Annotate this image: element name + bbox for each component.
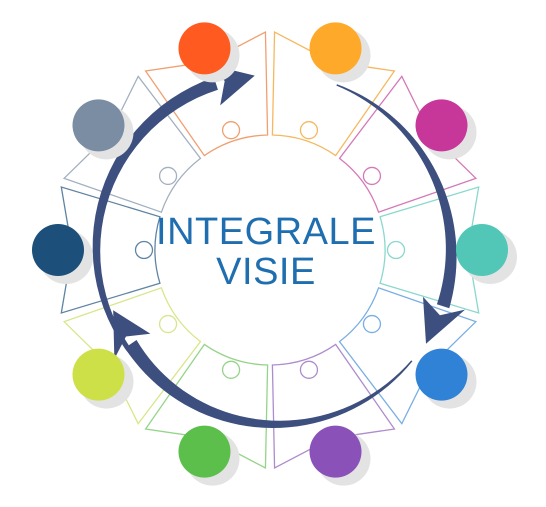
title-line-2: VISIE xyxy=(216,251,316,293)
connector-teal xyxy=(386,240,406,260)
node-orange-red xyxy=(178,22,231,75)
connector-navy xyxy=(134,240,154,260)
arrow-top-to-right-head xyxy=(423,296,466,344)
node-orange xyxy=(309,22,362,75)
center-title: INTEGRALE VISIE xyxy=(156,211,376,293)
node-navy xyxy=(32,224,84,276)
node-magenta xyxy=(415,99,468,152)
nodes-layer xyxy=(32,22,517,486)
connector-green xyxy=(221,360,241,379)
arrow-right-to-bottom-body xyxy=(124,340,413,429)
title-line-1: INTEGRALE xyxy=(156,211,376,253)
arrow-top-to-right-body xyxy=(336,84,457,309)
node-slate xyxy=(72,99,125,152)
node-yellow-green xyxy=(72,348,125,401)
segments-layer xyxy=(60,30,480,470)
arrow-right-to-bottom-head xyxy=(113,310,151,359)
connector-magenta xyxy=(362,166,382,186)
connector-orange-red xyxy=(221,121,241,140)
node-purple xyxy=(309,425,362,478)
connector-blue xyxy=(362,314,382,334)
connector-yellow-green xyxy=(158,314,178,334)
connector-orange xyxy=(299,121,319,140)
connector-purple xyxy=(299,360,319,379)
node-blue xyxy=(415,348,468,401)
node-green xyxy=(178,425,231,478)
connector-slate xyxy=(158,166,178,186)
node-teal xyxy=(456,224,508,276)
